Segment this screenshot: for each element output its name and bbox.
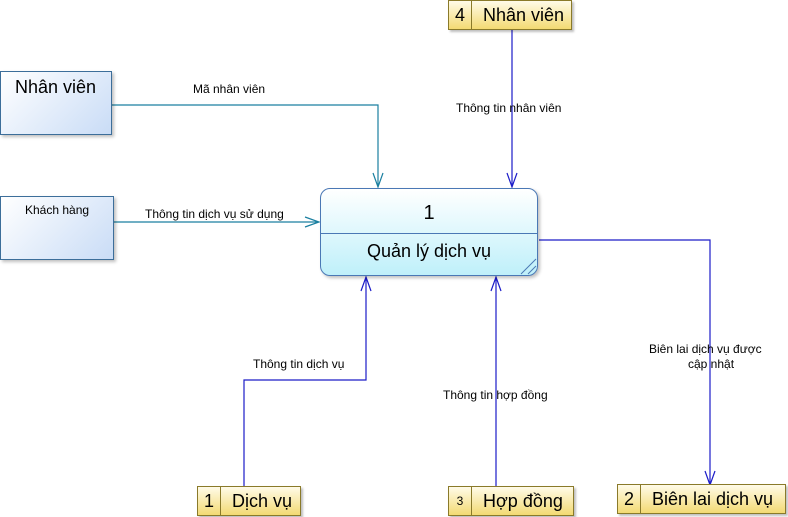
- flow-line-thong-tin-dich-vu: [243, 278, 367, 486]
- entity-khach-hang-label: Khách hàng: [25, 203, 90, 217]
- entity-nhan-vien-label: Nhân viên: [15, 77, 97, 97]
- flow-label-bien-lai-line2: cập nhật: [688, 357, 735, 371]
- store-dich-vu-name: Dịch vụ: [232, 490, 293, 511]
- flow-line-bien-lai: [539, 239, 711, 484]
- flow-label-thong-tin-dich-vu: Thông tin dịch vụ: [253, 357, 345, 371]
- store-hop-dong[interactable]: 3 Hợp đồng: [448, 486, 574, 516]
- flow-label-thong-tin-hop-dong: Thông tin hợp đồng: [443, 388, 548, 402]
- flow-label-thong-tin-nhan-vien: Thông tin nhân viên: [456, 101, 562, 115]
- flow-label-thong-tin-dich-vu-su-dung: Thông tin dịch vụ sử dụng: [145, 207, 284, 221]
- store-hop-dong-name: Hợp đồng: [483, 490, 563, 511]
- entity-khach-hang[interactable]: Khách hàng: [0, 196, 114, 260]
- arrowhead-thong-tin-dich-vu-su-dung: [304, 216, 321, 228]
- store-bien-lai[interactable]: 2 Biên lai dịch vụ: [617, 484, 786, 514]
- arrowhead-thong-tin-dich-vu: [360, 275, 372, 292]
- arrowhead-thong-tin-nhan-vien: [506, 172, 518, 189]
- store-dich-vu-id: 1: [198, 487, 221, 515]
- process-divider: [321, 233, 537, 234]
- store-nhan-vien[interactable]: 4 Nhân viên: [448, 0, 572, 30]
- process-name: Quản lý dịch vụ: [366, 240, 492, 261]
- flow-line-ma-nhan-vien: [112, 104, 379, 186]
- arrowhead-ma-nhan-vien: [372, 172, 384, 189]
- entity-nhan-vien[interactable]: Nhân viên: [0, 71, 112, 135]
- flow-label-bien-lai-line1: Biên lai dịch vụ được: [649, 342, 762, 356]
- arrowhead-thong-tin-hop-dong: [490, 275, 502, 292]
- store-hop-dong-id: 3: [449, 487, 472, 515]
- store-dich-vu[interactable]: 1 Dịch vụ: [197, 486, 301, 516]
- process-quan-ly-dich-vu[interactable]: 1 Quản lý dịch vụ: [320, 188, 538, 276]
- store-bien-lai-name: Biên lai dịch vụ: [652, 488, 774, 509]
- store-nhan-vien-name: Nhân viên: [483, 4, 565, 25]
- process-corner-mark: [520, 258, 537, 275]
- flow-label-ma-nhan-vien: Mã nhân viên: [193, 82, 266, 96]
- process-id: 1: [423, 201, 435, 224]
- store-nhan-vien-id: 4: [449, 1, 472, 29]
- store-bien-lai-id: 2: [618, 485, 641, 513]
